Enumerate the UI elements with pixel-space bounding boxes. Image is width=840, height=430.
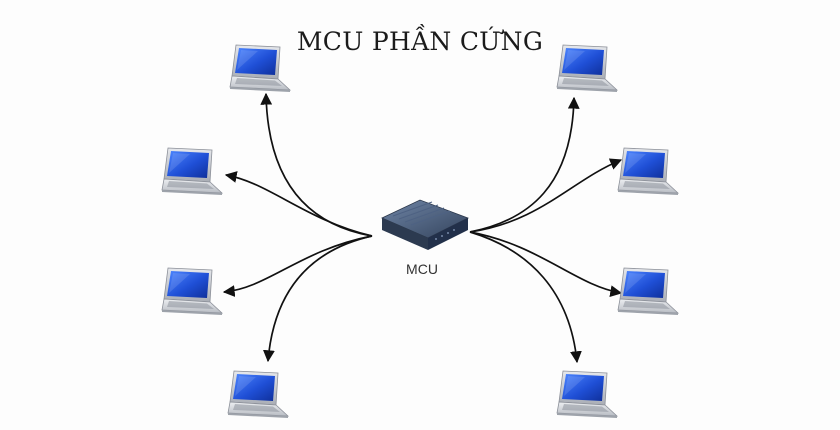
laptop-icon bbox=[161, 147, 223, 196]
mcu-device-icon bbox=[381, 199, 469, 250]
laptop-icon bbox=[161, 267, 223, 316]
connection-line-6 bbox=[469, 158, 623, 233]
connection-line-4 bbox=[262, 235, 373, 363]
connection-line-2 bbox=[224, 171, 373, 237]
connection-line-8 bbox=[469, 231, 582, 364]
laptop-icon bbox=[556, 44, 618, 93]
connection-line-1 bbox=[260, 92, 373, 237]
laptop-icon bbox=[227, 370, 289, 419]
mcu-label: MCU bbox=[406, 261, 438, 277]
connection-line-5 bbox=[469, 96, 580, 233]
laptop-icon bbox=[556, 370, 618, 419]
laptop-icon bbox=[617, 267, 679, 316]
laptop-icon bbox=[617, 147, 679, 196]
connection-line-3 bbox=[222, 235, 373, 297]
laptop-icon bbox=[229, 44, 291, 93]
connection-line-7 bbox=[469, 231, 623, 298]
page-title: MCU PHẦN CỨNG bbox=[296, 27, 544, 56]
